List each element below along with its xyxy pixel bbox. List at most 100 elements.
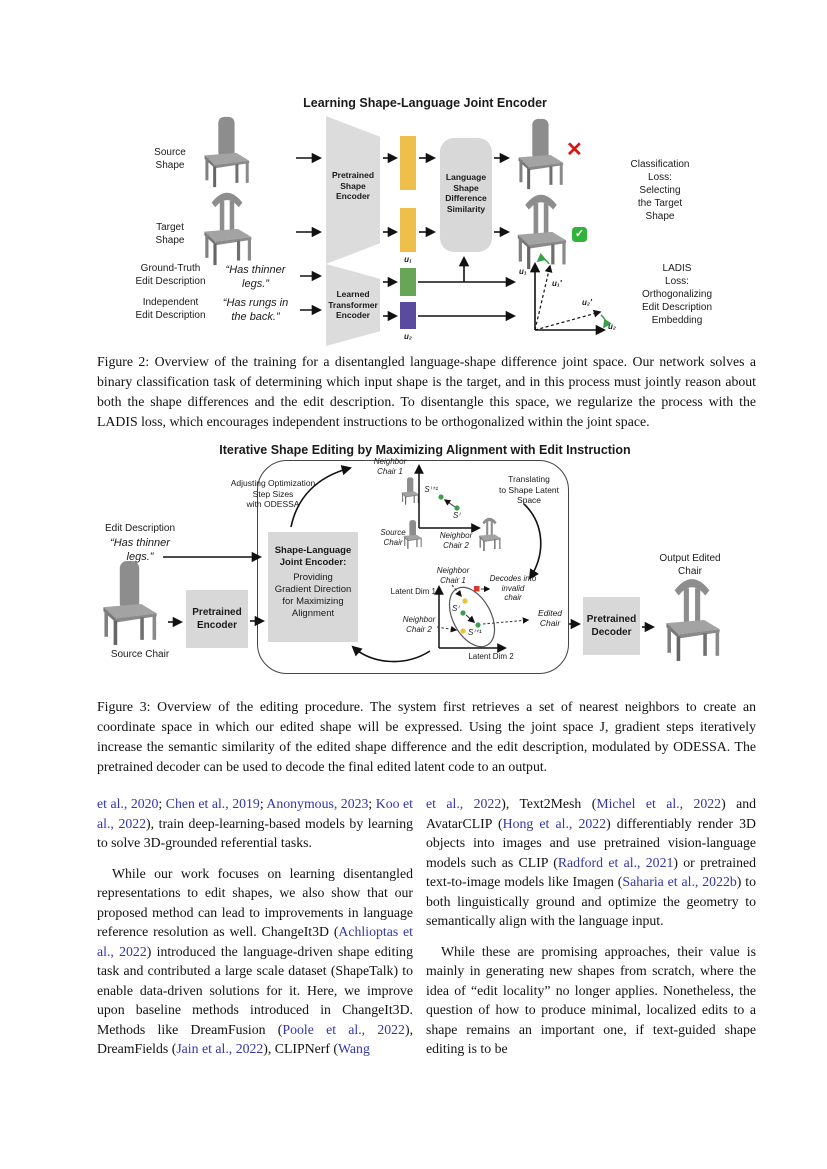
ground-truth-edit-label: Ground-Truth Edit Description xyxy=(135,263,206,287)
translating-note: Translating to Shape Latent Space xyxy=(498,474,560,505)
odessa-curved-arrow xyxy=(290,465,353,528)
fig2-rejected-chair-image xyxy=(518,118,564,190)
text-run: ) differentiably render 3D objects into … xyxy=(426,815,756,870)
u2-prime-vector-label: u₂′ xyxy=(582,298,592,307)
pretrained-shape-encoder-label: Pretrained Shape Encoder xyxy=(331,170,375,201)
citation-link[interactable]: Saharia et al., 2022b xyxy=(622,874,737,889)
neighbor1-latent-point xyxy=(462,598,468,604)
body-paragraph: et al., 2022), Text2Mesh (Michel et al.,… xyxy=(426,794,756,931)
u1-vector-label: u₁ xyxy=(519,267,527,276)
u1-prime-vector xyxy=(534,264,553,331)
editing-loop-container xyxy=(257,460,569,674)
citation-link[interactable]: et al., 2020 xyxy=(97,796,159,811)
fig2-vector-diagram xyxy=(529,252,612,336)
joint-encoder-title: Shape-Language Joint Encoder: xyxy=(274,545,352,568)
s-current-point xyxy=(454,505,460,511)
body-paragraph: While our work focuses on learning disen… xyxy=(97,864,413,1059)
classification-loss-label: Classification Loss: Selecting the Targe… xyxy=(630,159,690,222)
fig2-selected-chair-image xyxy=(517,194,567,270)
s-current-latent-point xyxy=(460,610,466,616)
edited-chair-label: Edited Chair xyxy=(537,608,563,628)
text-run: ), Text2Mesh ( xyxy=(501,796,597,811)
citation-link[interactable]: Poole et al., 2022 xyxy=(282,1021,405,1037)
independent-edit-quote: “Has rungs in the back.” xyxy=(222,297,289,323)
u2-bar-label: u₂ xyxy=(404,332,412,341)
text-run: ), train deep-learning-based models by l… xyxy=(97,815,414,851)
u1-bar-label: u₁ xyxy=(404,255,412,264)
edit-description-label: Edit Description xyxy=(104,523,176,534)
pretrained-shape-encoder-shape xyxy=(326,116,380,264)
fig2-flow-arrows xyxy=(296,152,517,322)
text-run: ) to both linguistically ground and opti… xyxy=(426,874,756,928)
citation-link[interactable]: Koo et al., 2022 xyxy=(97,796,413,831)
learned-transformer-encoder-shape xyxy=(326,264,380,346)
figure2-title: Learning Shape-Language Joint Encoder xyxy=(303,96,547,110)
u2-embedding-bar xyxy=(400,302,416,329)
citation-link[interactable]: Wang xyxy=(338,1041,370,1056)
shape-embedding-bar-2 xyxy=(400,208,416,252)
text-run: ) or pretrained text-to-image models lik… xyxy=(426,854,756,890)
s-next-point xyxy=(438,494,444,500)
text-run: ; xyxy=(158,796,166,811)
source-chair-label: Source Chair xyxy=(110,649,170,660)
top-s-next-label: Sⁱ⁺¹ xyxy=(424,485,438,494)
pretrained-decoder-label: Pretrained Decoder xyxy=(586,614,637,638)
fig3-flow-arrows xyxy=(163,465,656,663)
red-x-icon: ✕ xyxy=(566,139,583,161)
citation-link[interactable]: Radford et al., 2021 xyxy=(557,854,674,870)
citation-link[interactable]: Jain et al., 2022 xyxy=(176,1041,264,1056)
text-run: ), DreamFields ( xyxy=(97,1021,414,1057)
citation-link[interactable]: Hong et al., 2022 xyxy=(502,815,607,831)
u2-vector-label: u₂ xyxy=(608,322,616,331)
text-run: ) and AvatarCLIP ( xyxy=(426,796,756,831)
body-column-right: et al., 2022), Text2Mesh (Michel et al.,… xyxy=(426,794,756,1059)
figure2-caption: Figure 2: Overview of the training for a… xyxy=(97,354,756,429)
latent-neighborhood-ellipse xyxy=(448,586,496,648)
odessa-note: Adjusting Optimization Step Sizes with O… xyxy=(230,478,316,509)
pretrained-decoder-box xyxy=(583,597,640,655)
joint-encoder-box xyxy=(268,532,358,642)
ladis-loss-label: LADIS Loss: Orthogonalizing Edit Descrip… xyxy=(641,263,713,326)
top-neighbor2-label: Neighbor Chair 2 xyxy=(439,531,473,550)
top-s-current-label: Sⁱ xyxy=(453,511,460,520)
citation-link[interactable]: Anonymous, 2023 xyxy=(266,796,369,811)
neighbor2-latent-point xyxy=(460,628,466,634)
invalid-latent-point xyxy=(474,586,480,592)
fig3-source-chair-image xyxy=(103,561,157,645)
s-next-latent-point xyxy=(475,622,481,628)
text-run: ; xyxy=(259,796,267,811)
latent-s-next-label: Sⁱ⁺¹ xyxy=(468,628,482,637)
top-source-label: Source Chair xyxy=(380,528,406,547)
target-shape-label: Target Shape xyxy=(155,222,185,246)
text-run: ; xyxy=(368,796,376,811)
fig3-latent-plot xyxy=(434,584,530,653)
text-run: ), CLIPNerf ( xyxy=(263,1041,339,1056)
orthogonalize-arc-2 xyxy=(600,314,612,329)
citation-link[interactable]: Achlioptas et al., 2022 xyxy=(97,924,413,959)
similarity-box-label: Language Shape Difference Similarity xyxy=(445,172,487,214)
edit-description-quote: “Has thinner legs.” xyxy=(110,537,170,563)
fig3-top-plot xyxy=(414,464,481,533)
body-column-left: et al., 2020; Chen et al., 2019; Anonymo… xyxy=(97,794,413,1059)
text-run: While our work focuses on learning disen… xyxy=(97,865,413,940)
decodes-invalid-label: Decodes into invalid chair xyxy=(489,574,537,602)
learned-transformer-encoder-label: Learned Transformer Encoder xyxy=(328,289,378,320)
figure3-caption: Figure 3: Overview of the editing proced… xyxy=(97,699,756,774)
output-edited-chair-label: Output Edited Chair xyxy=(659,553,721,577)
fig2-source-chair-image xyxy=(204,116,250,188)
citation-link[interactable]: et al., 2022 xyxy=(426,796,502,811)
citation-link[interactable]: Michel et al., 2022 xyxy=(596,796,722,811)
fig3-output-chair-image xyxy=(666,579,720,661)
citation-link[interactable]: Chen et al., 2019 xyxy=(165,796,260,811)
pretrained-encoder-label: Pretrained Encoder xyxy=(192,607,242,631)
body-paragraph: While these are promising approaches, th… xyxy=(426,942,756,1059)
figure3-title: Iterative Shape Editing by Maximizing Al… xyxy=(219,443,631,457)
gt-edit-quote: “Has thinner legs.” xyxy=(225,264,286,290)
source-shape-label: Source Shape xyxy=(154,147,186,171)
top-neighbor1-label: Neighbor Chair 1 xyxy=(373,457,407,476)
u1-prime-vector-label: u₁′ xyxy=(552,279,562,288)
fig2-target-chair-image xyxy=(204,192,252,266)
feedback-curved-arrow xyxy=(351,645,431,663)
body-paragraph: et al., 2020; Chen et al., 2019; Anonymo… xyxy=(97,794,413,853)
shape-embedding-bar-1 xyxy=(400,136,416,190)
